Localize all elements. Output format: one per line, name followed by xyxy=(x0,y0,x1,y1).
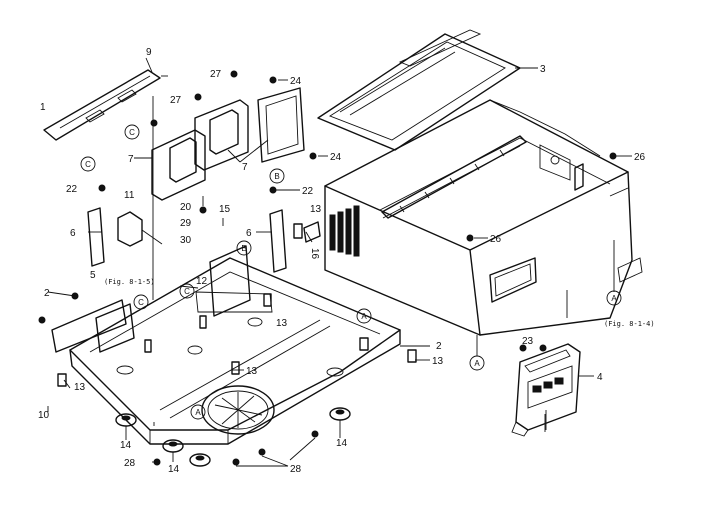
callout-10: 10 xyxy=(38,410,50,421)
callout-28a: 28 xyxy=(124,458,136,469)
marker-c-1: C xyxy=(124,124,140,140)
svg-text:B: B xyxy=(241,244,246,253)
callout-27b: 27 xyxy=(210,69,222,80)
callout-24b: 24 xyxy=(330,152,342,163)
callout-4: 4 xyxy=(597,372,603,383)
svg-text:B: B xyxy=(274,172,279,181)
callout-11: 11 xyxy=(124,190,135,201)
callout-30: 30 xyxy=(180,235,192,246)
callout-14a: 14 xyxy=(120,440,132,451)
callout-29: 29 xyxy=(180,218,192,229)
callout-20: 20 xyxy=(180,202,192,213)
callout-7a: 7 xyxy=(128,154,134,165)
callout-2b: 2 xyxy=(44,288,50,299)
leader-lines xyxy=(47,57,632,467)
marker-c-2: C xyxy=(80,156,96,172)
callout-3: 3 xyxy=(540,64,546,75)
printer-housing-part xyxy=(324,99,643,336)
callout-22b: 22 xyxy=(302,186,314,197)
svg-text:C: C xyxy=(129,128,135,137)
svg-text:A: A xyxy=(474,359,480,368)
marker-b-2: B xyxy=(236,240,252,256)
marker-a-2: A xyxy=(190,404,206,420)
callout-1: 1 xyxy=(40,102,46,113)
screws-part xyxy=(38,70,617,466)
svg-text:C: C xyxy=(85,160,91,169)
svg-text:C: C xyxy=(138,298,144,307)
callout-13d: 13 xyxy=(276,318,288,329)
callout-2: 2 xyxy=(436,341,442,352)
callout-9: 9 xyxy=(146,47,152,58)
callout-14b: 14 xyxy=(168,464,180,475)
figure-reference-8-1-4: (Fig. 8-1-4) xyxy=(604,320,655,328)
svg-text:C: C xyxy=(184,287,190,296)
callout-5: 5 xyxy=(90,270,96,281)
callout-24a: 24 xyxy=(290,76,302,87)
marker-c-3: C xyxy=(133,294,149,310)
callout-23: 23 xyxy=(522,336,534,347)
svg-text:A: A xyxy=(611,294,617,303)
callout-26a: 26 xyxy=(490,234,502,245)
transformer-part xyxy=(151,99,249,201)
marker-a-1: A xyxy=(356,308,372,324)
callout-13e: 13 xyxy=(310,204,322,215)
svg-text:A: A xyxy=(195,408,201,417)
callout-27a: 27 xyxy=(170,95,182,106)
callout-28b: 28 xyxy=(290,464,302,475)
callout-15: 15 xyxy=(219,204,231,215)
callout-22a: 22 xyxy=(66,184,78,195)
callout-16: 16 xyxy=(309,248,320,260)
callout-13a: 13 xyxy=(74,382,86,393)
callout-13c: 13 xyxy=(432,356,444,367)
brackets-part xyxy=(43,69,321,353)
callout-6b: 6 xyxy=(246,228,252,239)
base-frame-part xyxy=(69,257,401,445)
callout-26b: 26 xyxy=(634,152,646,163)
callout-13b: 13 xyxy=(246,366,258,377)
figure-reference-8-1-5: (Fig. 8-1-5) xyxy=(104,278,155,286)
callout-6a: 6 xyxy=(70,228,76,239)
callout-14c: 14 xyxy=(336,438,348,449)
svg-text:A: A xyxy=(361,312,367,321)
marker-a-3: A xyxy=(469,355,485,371)
callout-12: 12 xyxy=(196,276,208,287)
marker-a-4: A xyxy=(606,290,622,306)
control-panel-part xyxy=(511,343,581,437)
marker-b-1: B xyxy=(269,168,285,184)
marker-c-4: C xyxy=(179,283,195,299)
callout-7b: 7 xyxy=(242,162,248,173)
